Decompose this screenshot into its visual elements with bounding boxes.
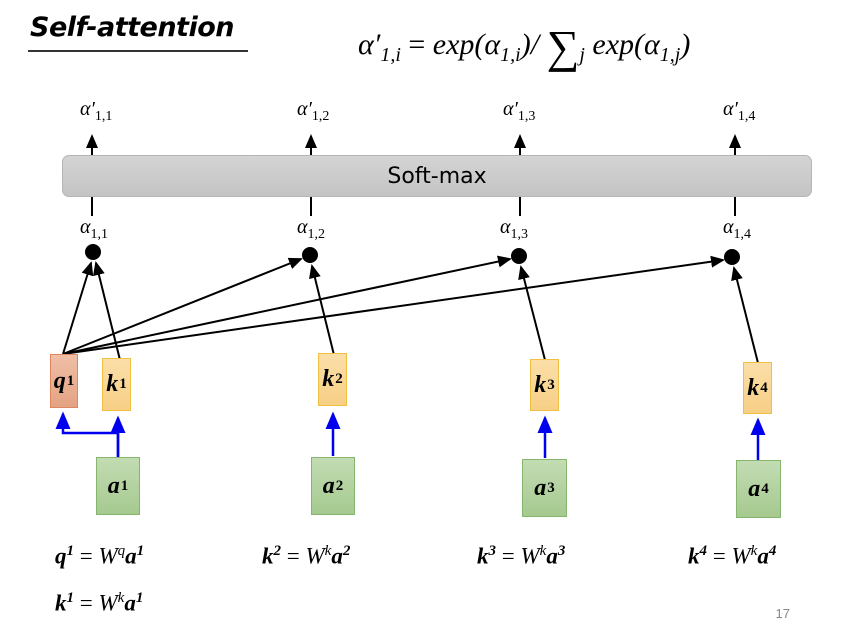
score-label-1: α1,1 bbox=[80, 216, 108, 242]
k1-to-node-1 bbox=[93, 261, 121, 361]
q-to-node-2 bbox=[62, 257, 303, 355]
equation-k3: k3 = Wka3 bbox=[477, 543, 566, 569]
equation-k4: k4 = Wka4 bbox=[688, 543, 777, 569]
output-label-2: α′1,2 bbox=[297, 98, 330, 124]
formula-lhs: α′1,i bbox=[358, 28, 401, 66]
dot-product-node-2 bbox=[302, 247, 318, 263]
dot-product-node-1 bbox=[85, 244, 101, 260]
dot-product-node-4 bbox=[724, 249, 740, 265]
output-label-4: α′1,4 bbox=[723, 98, 756, 124]
k4-to-node-4 bbox=[731, 266, 759, 364]
score-label-3: α1,3 bbox=[500, 216, 528, 242]
k2-to-node-2 bbox=[309, 264, 335, 356]
score-label-4: α1,4 bbox=[723, 216, 751, 242]
q-to-node-3 bbox=[62, 255, 512, 355]
score-label-2: α1,2 bbox=[297, 216, 325, 242]
title-underline bbox=[28, 50, 248, 52]
equation-k2: k2 = Wka2 bbox=[262, 543, 351, 569]
softmax-layer: Soft-max bbox=[62, 155, 812, 197]
dot-product-node-3 bbox=[511, 248, 527, 264]
q-to-node-4 bbox=[62, 255, 725, 355]
page-number: 17 bbox=[775, 606, 790, 621]
q-to-node-1 bbox=[62, 261, 94, 355]
equation-q1: q1 = Wqa1 bbox=[55, 543, 145, 569]
output-label-3: α′1,3 bbox=[503, 98, 536, 124]
a1-to-q1-arrow bbox=[55, 411, 120, 457]
k3-to-node-3 bbox=[518, 265, 546, 361]
equation-k1: k1 = Wka1 bbox=[55, 590, 144, 616]
sum-symbol: ∑ bbox=[546, 21, 580, 72]
softmax-formula: α′1,i = exp(α1,i)/ ∑j exp(α1,j) bbox=[358, 21, 691, 72]
slide-title: Self-attention bbox=[30, 12, 235, 43]
output-label-1: α′1,1 bbox=[80, 98, 113, 124]
